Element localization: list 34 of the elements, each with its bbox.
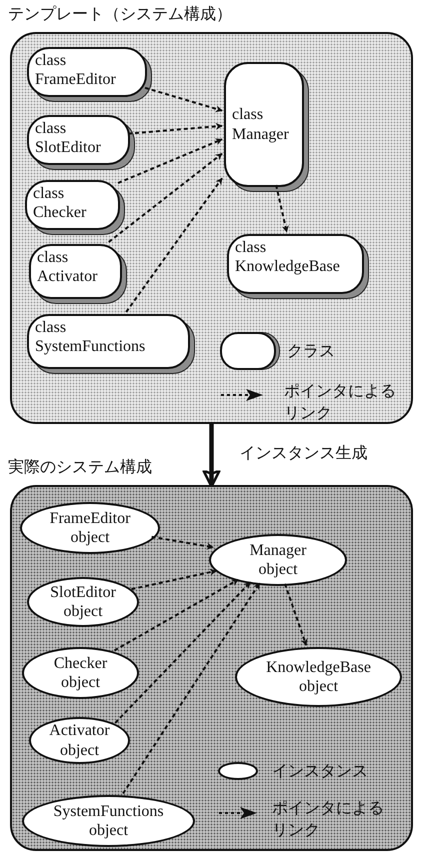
node-label: class Activator: [37, 248, 98, 286]
panel-heading: テンプレート（システム構成）: [8, 4, 232, 25]
object-ellipse: [22, 795, 195, 847]
legend-text: ポインタによるリンク: [272, 797, 385, 840]
edge-label: インスタンス生成: [238, 442, 370, 464]
legend-text: インスタンス: [272, 760, 369, 782]
object-ellipse: [209, 534, 347, 586]
object-ellipse: [20, 502, 160, 554]
panel-heading: 実際のシステム構成: [8, 457, 152, 478]
node-label: class KnowledgeBase: [235, 238, 340, 276]
node-label: Checker object: [54, 654, 108, 692]
node-label: Manager object: [250, 540, 306, 580]
legend-text: クラス: [287, 340, 336, 362]
node-label: class Manager: [232, 105, 289, 144]
node-label: SlotEditor object: [50, 582, 116, 622]
node-label: FrameEditor object: [50, 508, 130, 548]
node-label: class SystemFunctions: [35, 318, 146, 356]
node-label: Activator object: [49, 721, 110, 760]
legend-text: ポインタによるリンク: [284, 380, 397, 424]
object-ellipse: [235, 647, 402, 707]
dashed-arrow: [128, 122, 223, 135]
node-label: class SlotEditor: [35, 119, 101, 158]
node-label: class Checker: [33, 184, 86, 222]
node-label: SystemFunctions object: [53, 802, 164, 840]
object-ellipse: [27, 577, 139, 627]
node-label: KnowledgeBase object: [266, 658, 371, 696]
object-ellipse: [29, 717, 130, 764]
dashed-arrow: [284, 583, 308, 646]
dashed-arrow: [122, 582, 260, 794]
dashed-arrow: [108, 152, 223, 243]
node-label: class FrameEditor: [35, 51, 116, 90]
arrow: [202, 424, 221, 488]
object-ellipse: [22, 647, 139, 699]
dashed-arrow: [114, 578, 239, 652]
